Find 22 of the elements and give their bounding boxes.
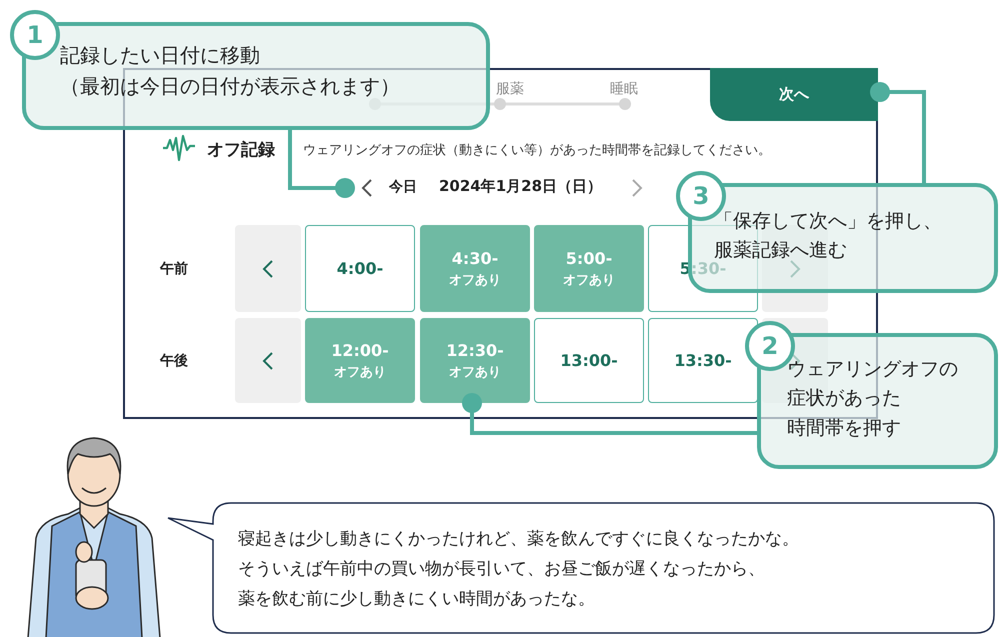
time-slot: 13:30- xyxy=(648,318,758,403)
leader-line xyxy=(870,82,926,183)
row-label: 午後 xyxy=(160,352,188,370)
time-slot: 5:00- オフあり xyxy=(534,225,644,312)
instruction-text: ウェアリングオフの症状（動きにくい等）があった時間帯を記録してください。 xyxy=(303,142,771,159)
time-slot: 13:00- xyxy=(534,318,644,403)
step-number: 1 xyxy=(10,10,60,60)
row-label: 午前 xyxy=(160,260,188,278)
time-slot: 12:00- オフあり xyxy=(305,318,415,403)
leader-line xyxy=(462,393,757,435)
next-button: 次へ xyxy=(710,68,878,121)
date-text: 2024年1月28日（日） xyxy=(439,177,602,196)
time-slot: 4:30- オフあり xyxy=(420,225,530,312)
time-slot: 4:00- xyxy=(305,225,415,312)
speech-text: 寝起きは少し動きにくかったけれど、薬を飲んですぐに良くなったかな。そういえば午前中の買い物が長引いて、お昼ご飯が遅くなったから、薬を飲む前に少し動きにくい時間があったな。 xyxy=(238,528,799,611)
leader-line xyxy=(288,130,355,198)
step-label: 睡眠 xyxy=(610,80,638,98)
callout-text: 記録したい日付に移動（最初は今日の日付が表示されます） xyxy=(60,42,400,100)
step-label: 服薬 xyxy=(496,80,524,98)
section-heading: オフ記録 xyxy=(207,139,275,161)
today-label: 今日 xyxy=(389,178,417,196)
time-slot: 12:30- オフあり xyxy=(420,318,530,403)
